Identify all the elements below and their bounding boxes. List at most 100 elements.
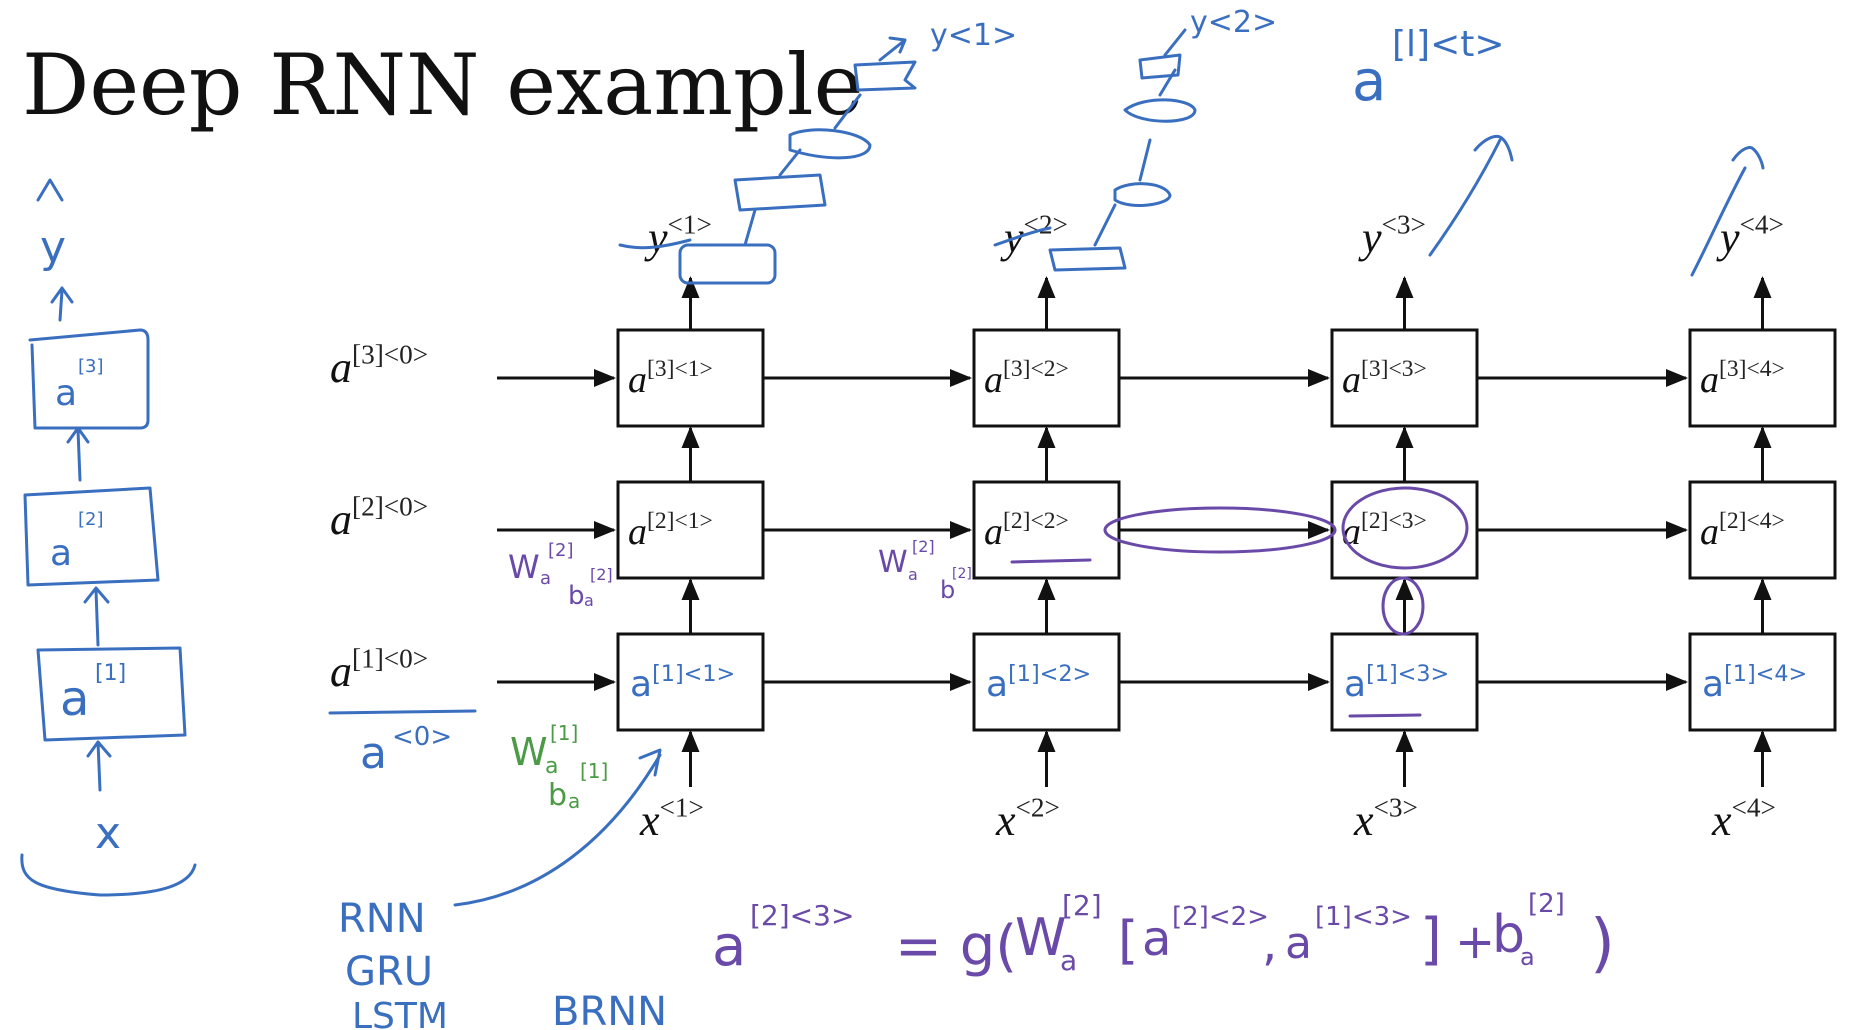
- underline-a1-3: [1348, 713, 1422, 718]
- b2-base: b: [568, 581, 585, 611]
- left-box-2-sup: [2]: [78, 509, 104, 530]
- cell-box-l3-t3: [1330, 328, 1479, 428]
- initial-state-layer-1: a[1]<0>: [330, 644, 428, 696]
- notation-sup: [l]<t>: [1392, 24, 1505, 65]
- left-box-2-base: a: [50, 533, 72, 574]
- eq-g-open: = g(: [895, 914, 1017, 979]
- cell-label-l1-t3: a[1]<3>: [1344, 661, 1449, 705]
- initial-state-layer-1-sup: [1]<0>: [352, 644, 428, 674]
- y1-top-label: y<1>: [930, 18, 1017, 53]
- eq-b-sup: [2]: [1528, 889, 1565, 919]
- b2-sup: [2]: [590, 565, 613, 584]
- cell-label-l3-t1-sup: [3]<1>: [647, 356, 713, 382]
- eq-arg1-base: a: [1142, 911, 1171, 967]
- initial-state-layer-3-sup: [3]<0>: [352, 340, 428, 370]
- layer2-params-t2: W a [2] b [2]: [878, 537, 972, 604]
- cell-label-l3-t2: a[3]<2>: [984, 356, 1069, 401]
- input-label-t1-base: x: [639, 796, 660, 845]
- eq-comma: ,: [1262, 916, 1277, 972]
- cell-label-l2-t4-sup: [2]<4>: [1719, 508, 1785, 534]
- cell-box-l3-t1: [616, 328, 765, 428]
- general-notation-annotation: a [l]<t>: [1352, 24, 1505, 114]
- cell-label-l1-t3-base: a: [1344, 664, 1366, 705]
- output-label-t3-base: y: [1358, 213, 1382, 262]
- cell-label-l3-t2-sup: [3]<2>: [1003, 356, 1069, 382]
- input-label-t4-sup: <4>: [1732, 793, 1776, 823]
- input-label-t3: x<3>: [1353, 793, 1418, 845]
- unit-type-lstm: LSTM: [352, 996, 448, 1030]
- left-stack-sketch: y a [3] a [2] a [1] x: [20, 178, 197, 897]
- output-label-t4-sup: <4>: [1740, 210, 1784, 240]
- unit-type-rnn: RNN: [338, 896, 426, 942]
- left-top-arrowhead: [36, 178, 64, 202]
- left-arrow-x-1: [86, 740, 112, 792]
- cell-label-l3-t1-base: a: [628, 359, 647, 401]
- input-label-t4: x<4>: [1711, 793, 1776, 845]
- input-label-t4-base: x: [1711, 796, 1732, 845]
- rnn-pointer-arrowhead: [638, 748, 662, 777]
- cell-label-l3-t1: a[3]<1>: [628, 356, 713, 401]
- eq-close-paren: ): [1590, 907, 1615, 981]
- eq-w: W: [1015, 908, 1066, 968]
- y3-arrow-head: [1473, 134, 1514, 162]
- eq-b-sub: a: [1520, 943, 1535, 971]
- w2-sup-t2: [2]: [912, 537, 935, 556]
- w2-base: W: [508, 548, 540, 586]
- cell-label-l1-t2-sup: [1]<2>: [1008, 661, 1091, 687]
- cell-label-l2-t2-sup: [2]<2>: [1003, 508, 1069, 534]
- unit-type-gru: GRU: [345, 949, 433, 995]
- output-label-t3-sup: <3>: [1382, 210, 1426, 240]
- rnn-pointer-arrow: [453, 753, 662, 907]
- initial-state-layer-1-base: a: [330, 647, 352, 696]
- eq-lhs-base: a: [712, 914, 746, 979]
- output-label-t1: y<1>: [644, 210, 712, 262]
- b1-sub: a: [568, 789, 580, 813]
- left-input-label: x: [95, 808, 121, 859]
- input-label-t3-sup: <3>: [1374, 793, 1418, 823]
- left-output-label: y: [40, 222, 66, 273]
- w1-base: W: [510, 730, 548, 774]
- highlight-a2-2-to-a2-3: [1103, 506, 1337, 554]
- left-box-3: [28, 328, 150, 430]
- b1-sup: [1]: [580, 759, 608, 783]
- eq-arg2-sup: [1]<3>: [1315, 902, 1412, 932]
- cell-label-l1-t2: a[1]<2>: [986, 661, 1091, 705]
- eq-w-sub: a: [1060, 944, 1077, 977]
- cell-label-l1-t1-sup: [1]<1>: [652, 661, 735, 687]
- output-label-t1-sup: <1>: [668, 210, 712, 240]
- input-label-t3-base: x: [1353, 796, 1374, 845]
- left-box-1: [36, 646, 187, 742]
- y4-arrow-head: [1731, 146, 1765, 170]
- cell-label-l1-t4-sup: [1]<4>: [1724, 661, 1807, 687]
- cell-label-l2-t2-base: a: [984, 511, 1003, 553]
- cell-label-l3-t4: a[3]<4>: [1700, 356, 1785, 401]
- left-box-3-sup: [3]: [78, 356, 104, 377]
- w2-sup: [2]: [548, 540, 574, 561]
- cell-label-l1-t1: a[1]<1>: [630, 661, 735, 705]
- cell-label-l2-t1-base: a: [628, 511, 647, 553]
- initial-state-layer-2-base: a: [330, 495, 352, 544]
- eq-close-bracket: ]: [1420, 907, 1442, 972]
- cell-label-l2-t3: a[2]<3>: [1342, 508, 1427, 553]
- cell-label-l3-t3-base: a: [1342, 359, 1361, 401]
- b2-sup-t2: [2]: [952, 566, 972, 582]
- a10-underline: [328, 709, 477, 715]
- layer2-params-t1: W a [2] b a [2]: [508, 540, 613, 611]
- cell-label-l1-t1-base: a: [630, 664, 652, 705]
- y1-extra-layers-sketch: y<1>: [618, 18, 1017, 285]
- y2-extra-layers-sketch: y<2>: [993, 5, 1277, 272]
- w2-sub-t2: a: [908, 565, 918, 584]
- deep-rnn-grid: a[3]<0>a[2]<0>a[1]<0>a[3]<1>a[3]<2>a[3]<…: [330, 210, 1837, 845]
- w2-base-t2: W: [878, 545, 908, 580]
- b1-base: b: [548, 778, 567, 813]
- input-label-t1: x<1>: [639, 793, 704, 845]
- eq-lhs-sup: [2]<3>: [750, 899, 854, 932]
- b2-base-t2: b: [940, 576, 955, 604]
- b2-sub: a: [584, 591, 594, 610]
- eq-b: b: [1492, 905, 1525, 965]
- highlight-a1-3-to-a2-3: [1381, 576, 1425, 636]
- initial-state-layer-2-sup: [2]<0>: [352, 492, 428, 522]
- unit-type-brnn: BRNN: [552, 989, 667, 1030]
- initial-state-layer-3-base: a: [330, 343, 352, 392]
